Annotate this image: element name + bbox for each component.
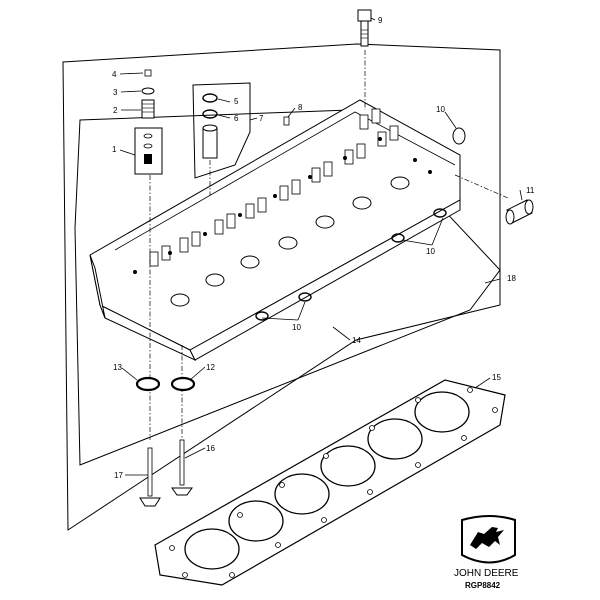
- callout-6: 6: [234, 114, 239, 123]
- o-ring-5: [202, 93, 218, 103]
- figure-code: RGP8842: [465, 581, 501, 590]
- o-ring-10-right-b: [433, 208, 447, 218]
- o-ring-10-right-a: [391, 233, 405, 243]
- assembly-frame-14: [74, 109, 501, 466]
- callout-17: 17: [114, 471, 123, 480]
- valve-seat-insert-12: [170, 376, 196, 392]
- injector-sleeve-axis-line: [454, 174, 509, 199]
- assembly-frame-18: [62, 43, 501, 531]
- plug-8: [283, 116, 290, 126]
- plug-10-top: [452, 127, 466, 145]
- john-deere-deer-logo-icon: [461, 515, 516, 564]
- valve-parts-frame-7: [192, 82, 251, 179]
- callout-10-bottom: 10: [292, 323, 301, 332]
- valve-seat-insert-13: [135, 376, 161, 392]
- spring-retainer-3: [141, 87, 155, 95]
- brand-name: JOHN DEERE: [454, 568, 519, 579]
- cylinder-head: [89, 99, 461, 362]
- callout-7: 7: [259, 114, 264, 123]
- injector-cup-7: [202, 124, 218, 159]
- callout-4: 4: [112, 70, 117, 79]
- valve-keepers-4: [144, 69, 152, 77]
- valve-stem-seal-kit-1: [143, 133, 153, 164]
- callout-2: 2: [113, 106, 118, 115]
- callout-10-top: 10: [436, 105, 445, 114]
- head-gasket-15: [154, 379, 506, 586]
- valve-spring-2: [141, 99, 155, 119]
- callout-16: 16: [206, 444, 215, 453]
- callout-18: 18: [507, 274, 516, 283]
- valve-kit-box-1: [134, 127, 163, 175]
- callout-5: 5: [234, 97, 239, 106]
- intake-valve-17: [139, 447, 161, 507]
- callout-12: 12: [206, 363, 215, 372]
- callout-13: 13: [113, 363, 122, 372]
- callout-9: 9: [378, 16, 383, 25]
- callout-1: 1: [112, 145, 117, 154]
- callout-14: 14: [352, 336, 361, 345]
- callout-15: 15: [492, 373, 501, 382]
- callout-11: 11: [526, 186, 535, 195]
- callout-labels: 1 2 3 4 5 6 7 8 9 10 10 10 11 12 13 14 1…: [112, 16, 535, 480]
- o-ring-6: [202, 109, 218, 119]
- exhaust-valve-16: [171, 439, 193, 496]
- head-bolt-9: [357, 9, 372, 47]
- callout-10-right: 10: [426, 247, 435, 256]
- callout-3: 3: [113, 88, 118, 97]
- o-ring-10-bottom-a: [255, 311, 269, 321]
- o-ring-10-bottom-b: [298, 292, 312, 302]
- callout-8: 8: [298, 103, 303, 112]
- sleeve-11: [505, 199, 534, 225]
